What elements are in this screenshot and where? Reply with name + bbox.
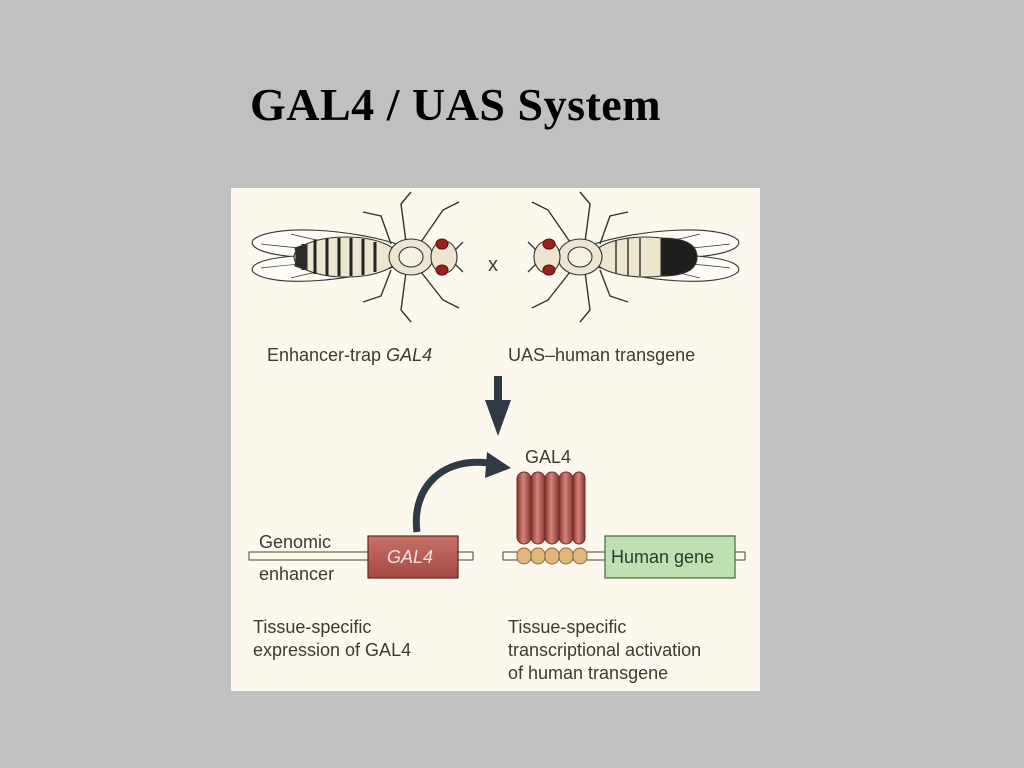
caption-left-line2: expression of GAL4 [253,640,412,660]
curved-arrow-icon [412,452,511,533]
gal4-uas-diagram: x Enhancer-trap GAL4 UAS–human transgene… [231,188,760,691]
gal4-box-label: GAL4 [387,547,434,567]
fly-left-label-prefix: Enhancer-trap [267,345,387,365]
human-gene-label: Human gene [611,547,715,567]
caption-right-line1: Tissue-specific [508,617,627,637]
slide-title: GAL4 / UAS System [250,79,662,130]
gal4-protein-label: GAL4 [525,447,572,467]
genomic-label-line2: enhancer [259,564,335,584]
fly-right-label: UAS–human transgene [508,345,696,365]
cross-symbol: x [488,254,498,276]
genomic-label-line1: Genomic [259,532,332,552]
fly-right-icon [527,191,740,323]
genomic-dna-strand [248,535,474,579]
caption-right-line2: transcriptional activation [508,640,702,660]
diagram-graphics [248,191,746,579]
fly-left-icon [251,191,464,323]
caption-left-line1: Tissue-specific [253,617,372,637]
uas-dna-strand [502,535,746,579]
fly-left-label: Enhancer-trap GAL4 [267,344,432,367]
gal4-protein-icon [516,471,586,545]
down-arrow-icon [485,376,511,436]
fly-left-label-gene: GAL4 [386,345,433,365]
caption-right-line3: of human transgene [508,663,669,683]
